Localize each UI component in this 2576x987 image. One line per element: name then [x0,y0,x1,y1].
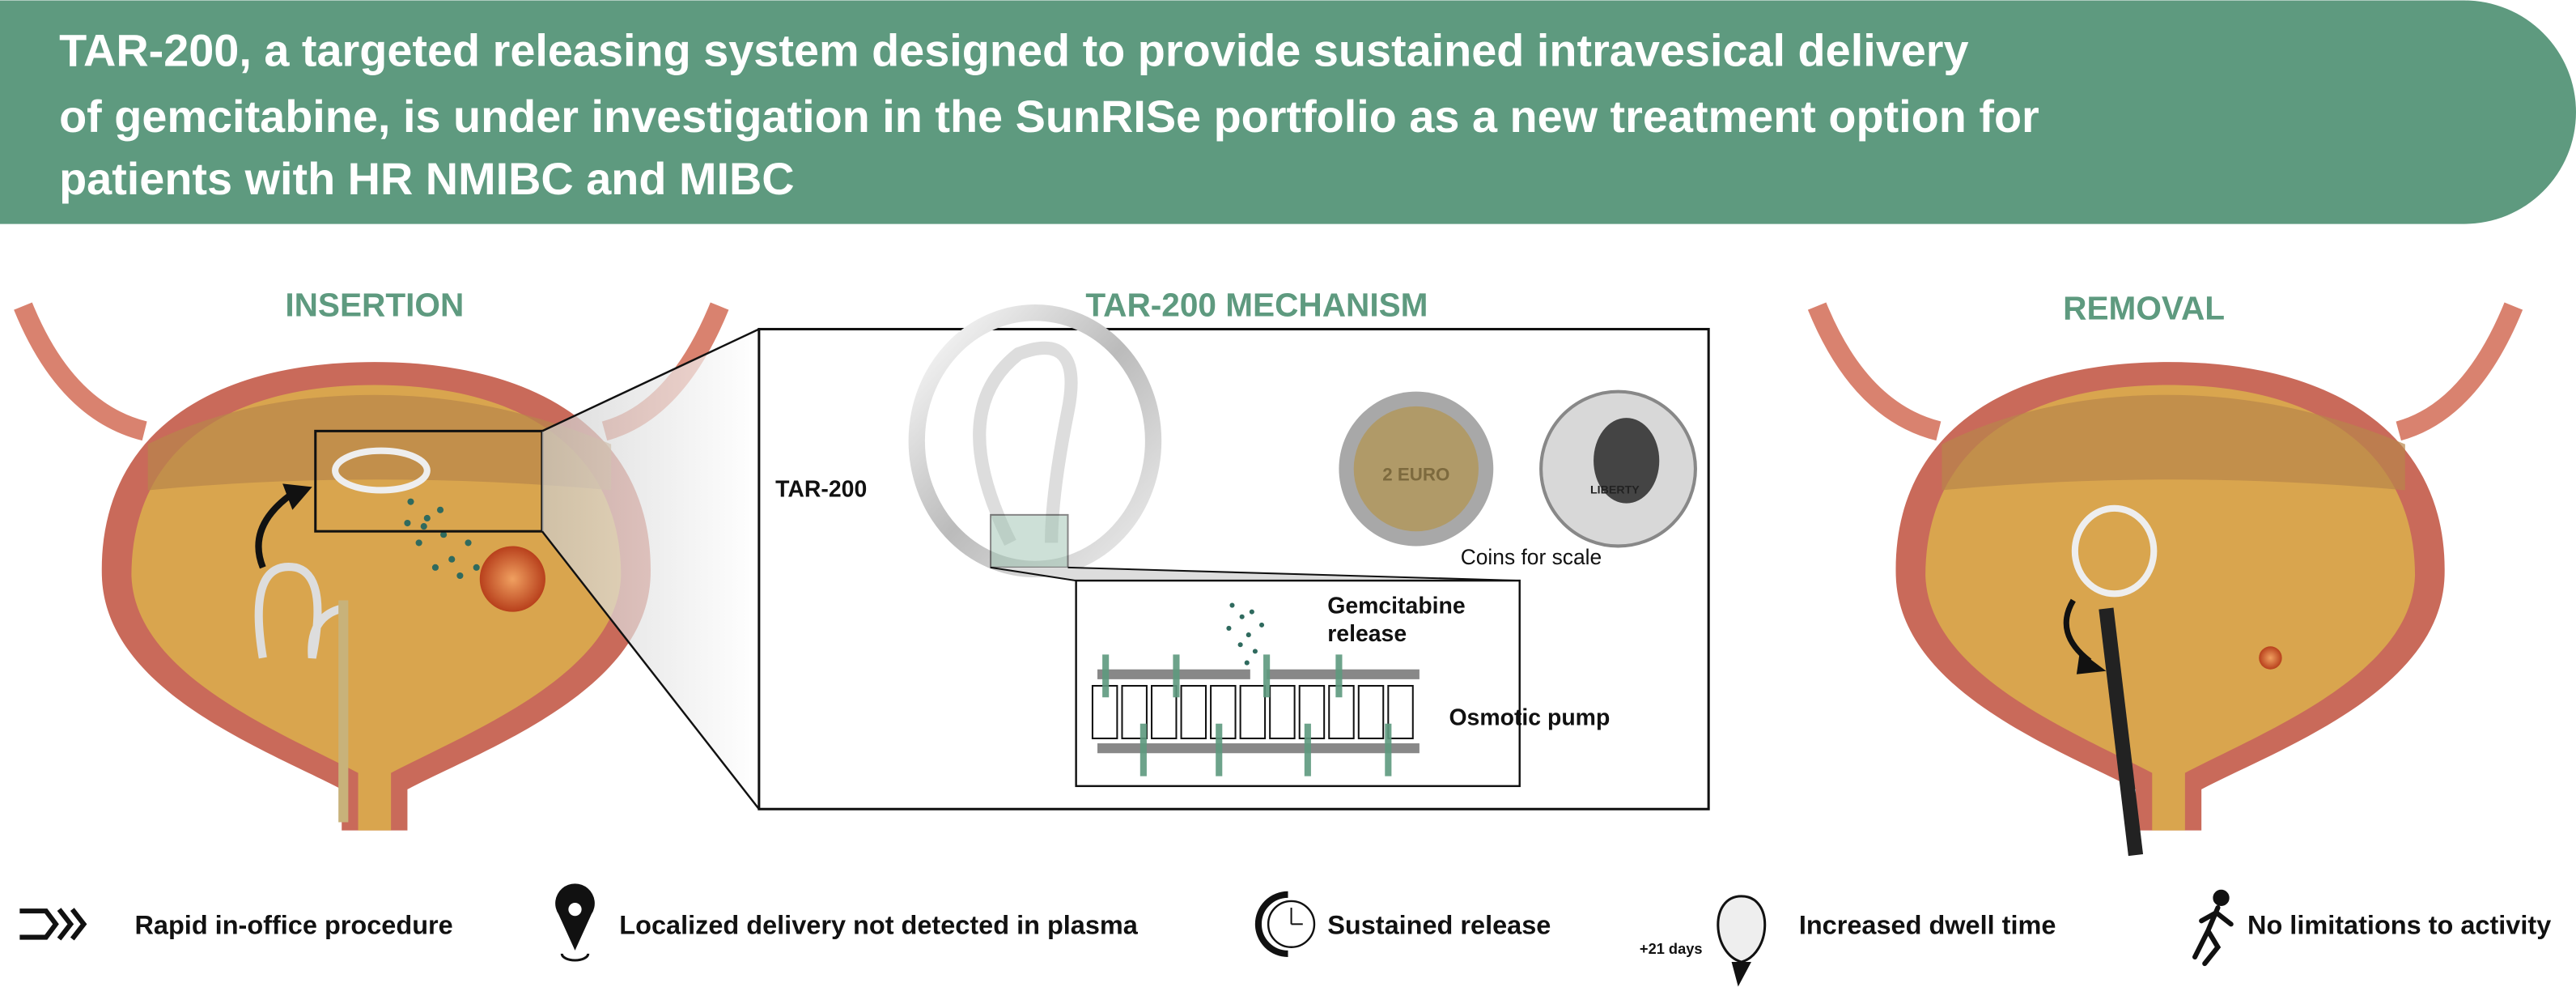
insertion-arrow [255,491,295,569]
svg-text:Localized delivery not detecte: Localized delivery not detected in plasm… [619,911,1138,940]
svg-text:No limitations to activity: No limitations to activity [2247,911,2551,940]
osmotic-pump-detail: Gemcitabine release [1075,579,1521,788]
feature-sustained: Sustained release [1254,891,1551,957]
feature-activity: No limitations to activity [2192,889,2551,967]
svg-text:2 EURO: 2 EURO [1382,464,1449,484]
gemcitabine-release-label-1: Gemcitabine [1327,593,1466,619]
euro-coin: 2 EURO [1339,391,1494,547]
svg-text:Sustained release: Sustained release [1327,911,1551,940]
feature-localized: Localized delivery not detected in plasm… [555,883,1139,962]
header-line-3: patients with HR NMIBC and MIBC [59,153,794,204]
tar200-device-removal [2071,504,2158,598]
bladder-insertion-illustration [14,302,729,831]
header-line-1: TAR-200, a targeted releasing system des… [59,25,1968,76]
removal-title: REMOVAL [2063,289,2225,326]
bladder-icon [1717,895,1767,987]
dwell-days-label: +21 days [1640,940,1703,957]
gemcitabine-particles [404,498,480,580]
bladder-removal-illustration [1807,302,2523,857]
features-row: Rapid in-office procedure Localized deli… [19,883,2551,987]
gemcitabine-release-label-2: release [1327,621,1407,647]
quarter-coin: LIBERTY [1539,389,1697,548]
feature-dwell: +21 days Increased dwell time [1640,895,2056,987]
insertion-title: INSERTION [285,286,464,323]
tumor [479,546,545,612]
coins-label: Coins for scale [1461,545,1602,569]
chevron-arrows-icon [19,908,87,941]
svg-text:Increased dwell time: Increased dwell time [1799,911,2056,940]
mechanism-title: TAR-200 MECHANISM [1085,286,1428,323]
tar200-label: TAR-200 [775,477,867,503]
runner-icon [2192,889,2234,967]
tumor-small [2259,646,2282,670]
header-banner: TAR-200, a targeted releasing system des… [0,0,2576,224]
osmotic-pump-label: Osmotic pump [1449,705,1610,731]
svg-text:Rapid in-office procedure: Rapid in-office procedure [134,911,452,940]
header-line-2: of gemcitabine, is under investigation i… [59,91,2039,142]
mechanism-panel: TAR-200 2 EURO LIBERTY Coins for scale [758,304,1710,810]
feature-rapid: Rapid in-office procedure [19,908,453,941]
cystoscope [2099,607,2144,857]
svg-text:LIBERTY: LIBERTY [1590,484,1640,497]
clock-icon [1254,891,1316,957]
location-pin-icon [555,883,595,962]
tar200-device-small [332,447,431,494]
